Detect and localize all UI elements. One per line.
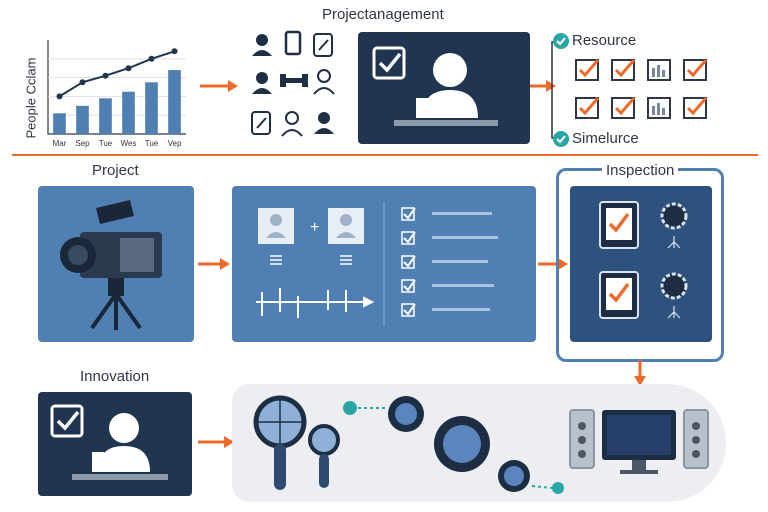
chart-trend-line — [58, 50, 175, 98]
dumbbell-icon — [280, 74, 308, 87]
innovation-heading: Innovation — [80, 368, 150, 385]
lens-icon — [434, 416, 490, 472]
arrow-chart-icons — [200, 80, 238, 92]
project-camera-card — [38, 186, 194, 342]
manager-card — [358, 32, 530, 144]
chart-axes — [47, 40, 186, 135]
chart-bar — [76, 105, 89, 134]
chart-bar — [53, 113, 66, 134]
gear-icon — [660, 202, 688, 230]
innovation-card — [38, 392, 192, 496]
user-icon — [314, 112, 334, 134]
tablet-icon — [284, 30, 302, 56]
user-icon — [281, 111, 303, 137]
checkbox-icon — [611, 59, 636, 81]
checkbox-icon — [683, 97, 708, 119]
speaker-icon — [569, 409, 595, 469]
chart-bar — [168, 70, 181, 134]
project-heading: Project — [92, 162, 139, 179]
lens-icon — [498, 460, 530, 492]
edit-doc-icon — [251, 111, 271, 135]
camera-icon — [60, 200, 162, 330]
chart-point — [56, 93, 63, 100]
inspection-heading: Inspection — [602, 162, 679, 179]
timeline — [256, 288, 375, 318]
checkbox-icon — [575, 97, 600, 119]
speaker-icon — [683, 409, 709, 469]
checkbox-icon — [611, 97, 636, 119]
chart-tick-label: Tue — [99, 139, 113, 148]
arrow-inspection-down — [634, 360, 646, 386]
chart-tick-label: Vep — [168, 139, 182, 148]
profile-card-icon — [258, 208, 294, 244]
check-circle-icon — [553, 33, 569, 49]
report-icon — [647, 97, 671, 119]
edit-doc-icon — [313, 33, 333, 57]
user-icon — [252, 34, 272, 56]
chart-point — [171, 48, 178, 55]
magnifier-icon — [308, 424, 340, 488]
user-icon — [252, 72, 272, 94]
chart-point — [125, 65, 132, 72]
report-icon — [647, 59, 671, 81]
chart-tick-label: Mar — [53, 139, 67, 148]
workflow-card: + — [232, 186, 536, 342]
chart-tick-label: Wes — [121, 139, 137, 148]
check-circle-icon — [553, 131, 569, 147]
chart-bar — [99, 98, 112, 134]
checkbox-icon — [683, 59, 708, 81]
tablet-check-icon — [599, 201, 639, 249]
gear-icon — [660, 272, 688, 300]
page-title: Projectanagement — [322, 6, 444, 23]
resource-bracket — [551, 41, 560, 139]
innovation-lab-panel — [232, 384, 726, 502]
chart-tick-label: Tue — [145, 139, 159, 148]
checkbox-icon — [575, 59, 600, 81]
user-icon — [313, 69, 335, 95]
svg-text:+: + — [310, 219, 319, 236]
chart-point — [102, 72, 109, 79]
chart-bar — [122, 91, 135, 134]
monitor-icon — [602, 410, 676, 474]
resource-checkbox-grid — [575, 59, 708, 119]
chart-point — [148, 55, 155, 62]
lens-icon — [388, 396, 424, 432]
magnifier-icon — [253, 395, 307, 490]
resource-label: Resource — [572, 32, 637, 49]
chart-bar — [145, 82, 158, 134]
arrow-innovation-lab — [198, 436, 234, 448]
profile-card-icon — [328, 208, 364, 244]
chart-plot: Mar Sep Tue Wes Tue Vep — [47, 40, 186, 148]
checklist — [401, 207, 498, 317]
section-divider — [12, 154, 758, 156]
simelurce-label: Simelurce — [572, 130, 639, 147]
chart-tick-label: Sep — [75, 139, 90, 148]
inspection-card — [570, 186, 712, 342]
tablet-check-icon — [599, 271, 639, 319]
chart-point — [79, 79, 86, 86]
people-icon-grid — [244, 28, 344, 144]
arrow-project-workflow — [198, 258, 230, 270]
arrow-to-resources — [530, 80, 556, 92]
